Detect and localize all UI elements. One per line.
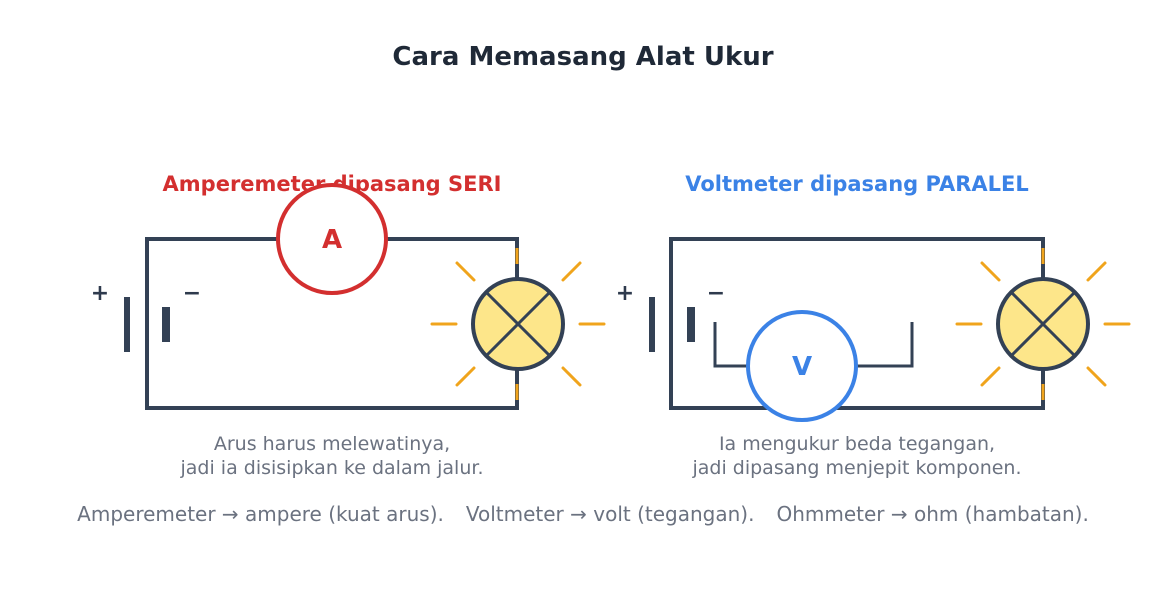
voltmeter-icon xyxy=(746,310,858,422)
voltmeter-lead-left xyxy=(713,322,749,368)
series-lamp-icon xyxy=(430,261,606,387)
parallel-circuit: + − Voltmeter dipasang PARALEL V Ia meng… xyxy=(616,172,1131,479)
series-wire-top-right xyxy=(384,237,519,280)
voltmeter-lead-right xyxy=(856,322,914,368)
parallel-battery-icon xyxy=(649,297,695,352)
parallel-battery-plus: + xyxy=(616,281,634,306)
series-battery-plus: + xyxy=(91,281,109,306)
parallel-heading: Voltmeter dipasang PARALEL xyxy=(685,172,1029,196)
ammeter-symbol: A xyxy=(322,225,342,255)
footer-item-voltmeter: Voltmeter → volt (tegangan). xyxy=(466,502,755,526)
series-caption-line2: jadi ia disisipkan ke dalam jalur. xyxy=(180,457,484,479)
footer-item-ammeter: Amperemeter → ampere (kuat arus). xyxy=(77,502,444,526)
series-battery-minus: − xyxy=(183,281,201,306)
voltmeter-symbol: V xyxy=(792,352,812,382)
parallel-caption-line2: jadi dipasang menjepit komponen. xyxy=(691,457,1021,479)
footer-summary: Amperemeter → ampere (kuat arus). Voltmet… xyxy=(77,502,1089,526)
parallel-caption-line1: Ia mengukur beda tegangan, xyxy=(719,433,995,455)
parallel-battery-minus: − xyxy=(707,281,725,306)
page-title: Cara Memasang Alat Ukur xyxy=(392,42,773,72)
footer-item-ohmmeter: Ohmmeter → ohm (hambatan). xyxy=(776,502,1088,526)
series-battery-icon xyxy=(124,297,170,352)
series-circuit: + − Amperemeter dipasang SERI A Arus har… xyxy=(91,172,606,479)
parallel-wire-top xyxy=(669,237,1045,280)
series-wire-bottom xyxy=(145,368,519,410)
ammeter-icon xyxy=(276,183,388,295)
series-caption-line1: Arus harus melewatinya, xyxy=(214,433,450,455)
parallel-lamp-icon xyxy=(955,261,1131,387)
